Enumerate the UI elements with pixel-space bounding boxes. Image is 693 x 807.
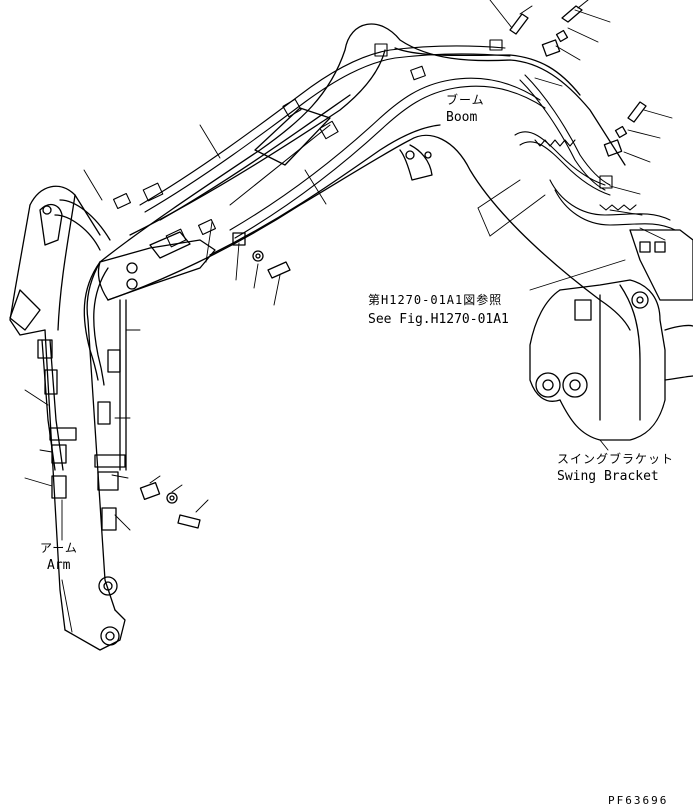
swing-bracket-label-en: Swing Bracket bbox=[557, 469, 659, 484]
leader-lines bbox=[24, 0, 673, 633]
arm-label-en: Arm bbox=[47, 558, 71, 573]
reference-label-en: See Fig.H1270-01A1 bbox=[368, 312, 509, 327]
boom-label-en: Boom bbox=[446, 110, 478, 125]
swing-bracket-label-jp: スイングブラケット bbox=[557, 452, 675, 466]
reference-label-jp: 第H1270-01A1図参照 bbox=[368, 293, 503, 307]
arm-label-jp: アーム bbox=[40, 541, 78, 555]
boom-hoses bbox=[112, 39, 676, 248]
drawing-code: PF63696 bbox=[608, 794, 669, 807]
arm bbox=[9, 185, 127, 651]
swing-bracket bbox=[529, 229, 693, 441]
boom-label-jp: ブーム bbox=[446, 93, 485, 107]
boom bbox=[97, 23, 631, 331]
loose-parts bbox=[139, 0, 647, 529]
